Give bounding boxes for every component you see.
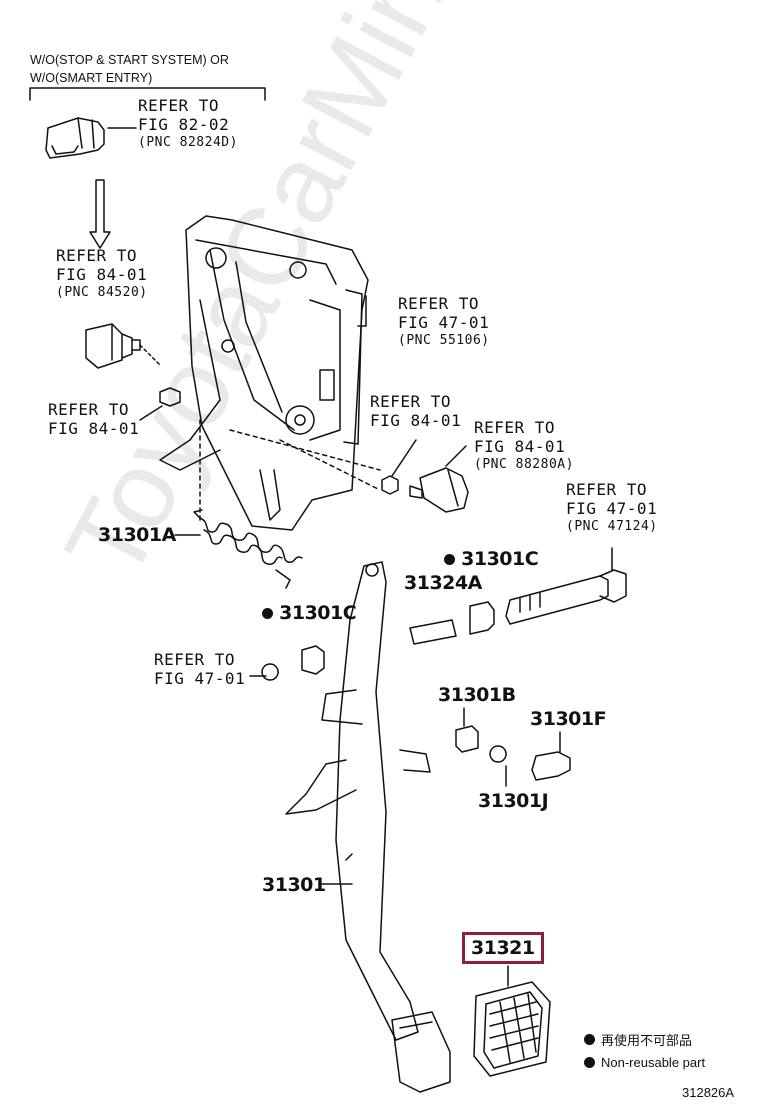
ref-fig-84-01-switch[interactable]: REFER TO FIG 84-01 (PNC 84520) (56, 246, 148, 300)
part-number: 31301C (279, 602, 357, 624)
part-number: 31301C (461, 548, 539, 570)
legend: 再使用不可部品 Non-reusable part (584, 1030, 705, 1076)
pedal-arm-drawing (285, 561, 451, 1093)
part-31301F[interactable]: 31301F (530, 708, 607, 730)
ref-line1: REFER TO (566, 480, 648, 499)
ref-line2: FIG 84-01 (370, 411, 462, 430)
ref-pnc: (PNC 84520) (56, 285, 148, 300)
ref-line1: REFER TO (370, 392, 452, 411)
part-31301[interactable]: 31301 (262, 874, 326, 896)
legend-row-en: Non-reusable part (584, 1055, 705, 1070)
part-31301J[interactable]: 31301J (478, 790, 549, 812)
ref-fig-47-01-bracket[interactable]: REFER TO FIG 47-01 (PNC 55106) (398, 294, 490, 348)
ref-line2: FIG 84-01 (56, 265, 148, 284)
legend-en: Non-reusable part (601, 1055, 706, 1070)
header-note-line1: W/O(STOP & START SYSTEM) OR (30, 53, 229, 67)
ref-line1: REFER TO (154, 650, 236, 669)
ref-fig-84-01-nut-right[interactable]: REFER TO FIG 84-01 (370, 394, 461, 429)
ref-line2: FIG 47-01 (398, 313, 490, 332)
ref-fig-47-01-bushing[interactable]: REFER TO FIG 47-01 (154, 652, 245, 687)
ref-pnc: (PNC 82824D) (138, 135, 238, 150)
legend-row-jp: 再使用不可部品 (584, 1030, 705, 1049)
switch-drawing (85, 323, 161, 369)
ref-fig-82-02[interactable]: REFER TO FIG 82-02 (PNC 82824D) (138, 96, 238, 150)
ref-line2: FIG 47-01 (154, 669, 246, 688)
connector-drawing (45, 117, 137, 159)
ref-line1: REFER TO (56, 246, 138, 265)
ref-line2: FIG 84-01 (474, 437, 566, 456)
ref-line2: FIG 47-01 (566, 499, 658, 518)
header-note-line2: W/O(SMART ENTRY) (30, 71, 153, 85)
bracket-drawing (159, 215, 369, 531)
part-31301B[interactable]: 31301B (438, 684, 516, 706)
ref-line2: FIG 82-02 (138, 115, 230, 134)
ref-pnc: (PNC 47124) (566, 519, 658, 534)
non-reusable-dot (584, 1057, 595, 1068)
part-31324A[interactable]: 31324A (404, 572, 482, 594)
ref-line1: REFER TO (138, 96, 220, 115)
part-31301C-lower[interactable]: 31301C (262, 602, 357, 624)
non-reusable-dot (444, 554, 455, 565)
ref-line1: REFER TO (398, 294, 480, 313)
part-31321: 31321 (471, 937, 535, 959)
non-reusable-dot (262, 608, 273, 619)
ref-fig-84-01-sensor[interactable]: REFER TO FIG 84-01 (PNC 88280A) (474, 418, 574, 472)
ref-pnc: (PNC 55106) (398, 333, 490, 348)
figure-id: 312826A (682, 1085, 735, 1100)
part-31301C-upper[interactable]: 31301C (444, 548, 539, 570)
pedal-pad-drawing (473, 981, 551, 1077)
ref-fig-47-01-bolt[interactable]: REFER TO FIG 47-01 (PNC 47124) (566, 480, 658, 534)
ref-line1: REFER TO (48, 400, 130, 419)
non-reusable-dot (584, 1034, 595, 1045)
legend-jp: 再使用不可部品 (601, 1033, 693, 1048)
highlighted-part-box[interactable]: 31321 (462, 932, 544, 964)
part-31301A[interactable]: 31301A (98, 524, 176, 546)
spring-drawing (193, 509, 303, 589)
ref-line2: FIG 84-01 (48, 419, 140, 438)
ref-line1: REFER TO (474, 418, 556, 437)
ref-fig-84-01-nut-left[interactable]: REFER TO FIG 84-01 (48, 402, 139, 437)
ref-pnc: (PNC 88280A) (474, 457, 574, 472)
sensor-drawing (409, 445, 469, 513)
